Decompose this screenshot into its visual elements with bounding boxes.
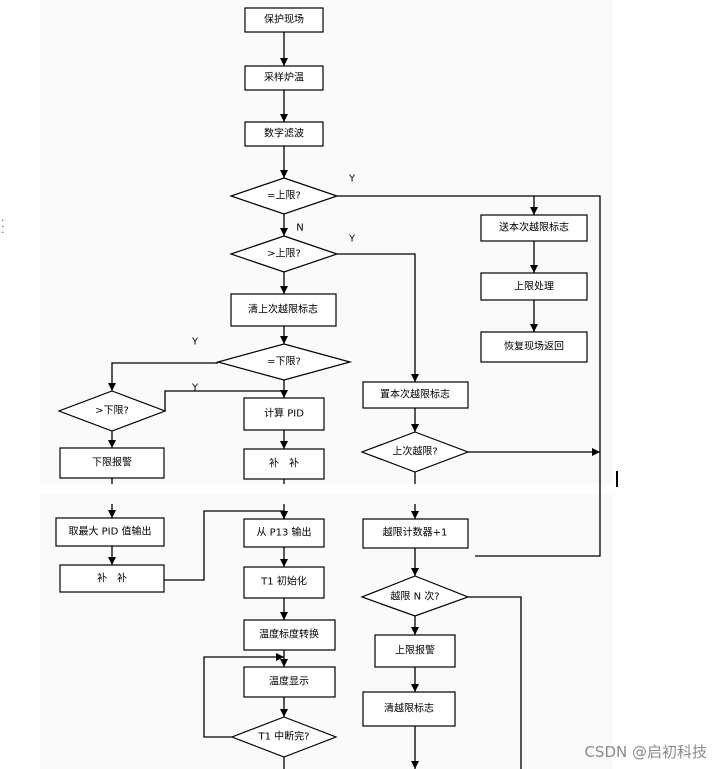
decision-last-over: [360, 431, 470, 473]
label-send-flag: 送本次越限标志: [499, 221, 569, 234]
label-restore-return: 恢复现场返回: [504, 340, 564, 353]
process-lower-alarm: [59, 447, 165, 479]
process-clear-flag: [362, 691, 456, 727]
process-restore-return: [480, 331, 588, 363]
label-last-over: 上次越限?: [392, 445, 437, 458]
label-comp-a: 补 补: [269, 457, 299, 470]
process-temp-conv: [243, 619, 336, 651]
label-clear-last-flag: 清上次越限标志: [248, 303, 318, 316]
process-sample-temp: [244, 65, 324, 91]
label-temp-conv: 温度标度转换: [259, 628, 319, 641]
edge-label-n-eq-upper: N: [296, 223, 303, 234]
label-lower-alarm: 下限报警: [92, 456, 132, 469]
process-send-flag: [480, 214, 588, 242]
decision-diamonds: [57, 177, 470, 758]
label-eq-upper: =上限?: [267, 190, 301, 202]
decision-eq-lower: [215, 343, 353, 381]
decision-t1-int: [230, 716, 338, 758]
label-temp-show: 温度显示: [269, 675, 309, 688]
label-t1-int: T1 中断完?: [258, 730, 310, 743]
process-upper-handle: [480, 272, 588, 301]
decision-gt-lower: [57, 390, 167, 432]
side-handle-dots: ···: [1, 214, 5, 239]
process-clear-last-flag: [230, 293, 337, 327]
label-set-flag: 置本次越限标志: [380, 388, 450, 401]
label-counter-inc: 越限计数器+1: [383, 526, 448, 539]
decision-over-n: [360, 575, 470, 617]
label-upper-alarm: 上限报警: [395, 644, 435, 657]
process-digital-filter: [244, 121, 324, 147]
label-gt-lower: >下限?: [95, 405, 129, 417]
label-upper-handle: 上限处理: [514, 281, 554, 293]
process-p13-out: [243, 518, 325, 548]
label-digital-filter: 数字滤波: [264, 127, 304, 140]
edge-label-y-gt-lower: Y: [191, 383, 199, 394]
process-temp-show: [243, 666, 336, 698]
process-set-flag: [362, 381, 469, 409]
process-t1-init: [243, 566, 325, 599]
label-clear-flag: 清越限标志: [384, 702, 434, 715]
process-comp-a: [243, 448, 325, 480]
edge-label-y-eq-upper: Y: [348, 174, 356, 185]
watermark: CSDN @启初科技: [584, 743, 707, 761]
process-boxes: [55, 7, 588, 727]
label-sample-temp: 采样炉温: [264, 71, 304, 84]
label-p13-out: 从 P13 输出: [256, 526, 311, 539]
label-gt-upper: >上限?: [267, 248, 301, 260]
process-max-pid-out: [55, 517, 165, 547]
process-counter-inc: [362, 518, 469, 549]
process-upper-alarm: [374, 634, 456, 668]
label-comp-b: 补 补: [97, 572, 127, 585]
label-max-pid-out: 取最大 PID 值输出: [68, 525, 151, 538]
edge-label-y-gt-upper: Y: [348, 234, 356, 245]
decision-gt-upper: [229, 235, 339, 273]
connectors: [108, 32, 601, 769]
process-comp-b: [59, 564, 165, 593]
edge-label-y-eq-lower: Y: [191, 337, 199, 348]
process-calc-pid: [243, 397, 325, 431]
label-eq-lower: =下限?: [267, 356, 301, 368]
label-calc-pid: 计算 PID: [264, 407, 304, 420]
decision-eq-upper: [229, 177, 339, 215]
label-over-n: 越限 N 次?: [390, 590, 439, 603]
process-protect-site: [244, 7, 324, 33]
label-protect-site: 保护现场: [264, 13, 304, 26]
label-t1-init: T1 初始化: [260, 575, 307, 588]
